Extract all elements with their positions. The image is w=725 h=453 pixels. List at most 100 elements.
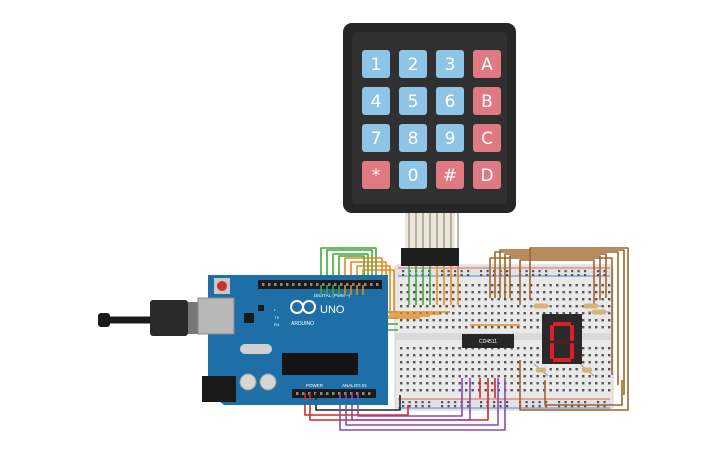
rail-hole (467, 405, 470, 408)
breadboard-hole (426, 361, 429, 364)
key-C[interactable]: C (473, 124, 501, 152)
breadboard-hole (439, 368, 442, 371)
key-cap[interactable] (399, 161, 427, 189)
key-2[interactable]: 2 (399, 50, 427, 78)
key-4[interactable]: 4 (362, 87, 390, 115)
key-*[interactable]: * (362, 161, 390, 189)
breadboard-hole (465, 305, 468, 308)
breadboard-hole (601, 354, 604, 357)
breadboard-hole (608, 368, 611, 371)
key-cap[interactable] (473, 50, 501, 78)
breadboard-hole (517, 326, 520, 329)
breadboard-hole (406, 319, 409, 322)
key-label: 0 (408, 166, 419, 186)
key-cap[interactable] (436, 87, 464, 115)
breadboard-hole (556, 368, 559, 371)
key-8[interactable]: 8 (399, 124, 427, 152)
header-pin (346, 283, 349, 286)
key-0[interactable]: 0 (399, 161, 427, 189)
key-D[interactable]: D (473, 161, 501, 189)
breadboard-hole (491, 368, 494, 371)
breadboard-hole (478, 305, 481, 308)
header-pin (298, 283, 301, 286)
key-cap[interactable] (362, 87, 390, 115)
breadboard-hole (595, 347, 598, 350)
breadboard-hole (478, 375, 481, 378)
breadboard-hole (406, 298, 409, 301)
key-1[interactable]: 1 (362, 50, 390, 78)
breadboard-hole (491, 319, 494, 322)
rail-hole (532, 405, 535, 408)
key-cap[interactable] (362, 161, 390, 189)
key-7[interactable]: 7 (362, 124, 390, 152)
reset-button[interactable] (217, 281, 227, 291)
segment-f (550, 325, 554, 341)
key-cap[interactable] (436, 50, 464, 78)
breadboard-hole (562, 382, 565, 385)
breadboard-hole (608, 361, 611, 364)
breadboard-hole (452, 354, 455, 357)
breadboard-hole (406, 284, 409, 287)
breadboard-hole (601, 389, 604, 392)
breadboard-hole (471, 389, 474, 392)
key-cap[interactable] (436, 124, 464, 152)
rail-hole (545, 270, 548, 273)
breadboard-hole (601, 368, 604, 371)
key-cap[interactable] (399, 87, 427, 115)
breadboard-hole (582, 312, 585, 315)
breadboard-hole (595, 291, 598, 294)
breadboard-hole (478, 361, 481, 364)
breadboard-hole (419, 298, 422, 301)
breadboard-hole (530, 319, 533, 322)
key-6[interactable]: 6 (436, 87, 464, 115)
rail-hole (460, 274, 463, 277)
breadboard-hole (569, 375, 572, 378)
key-cap[interactable] (362, 50, 390, 78)
key-9[interactable]: 9 (436, 124, 464, 152)
breadboard-hole (497, 361, 500, 364)
key-cap[interactable] (473, 124, 501, 152)
rail-hole (597, 401, 600, 404)
rail-hole (402, 274, 405, 277)
breadboard-hole (582, 284, 585, 287)
breadboard-hole (536, 361, 539, 364)
key-cap[interactable] (362, 124, 390, 152)
key-5[interactable]: 5 (399, 87, 427, 115)
rail-hole (421, 405, 424, 408)
key-cap[interactable] (436, 161, 464, 189)
breadboard-hole (445, 389, 448, 392)
breadboard-hole (588, 382, 591, 385)
breadboard-hole (465, 368, 468, 371)
breadboard-hole (608, 382, 611, 385)
breadboard-hole (471, 347, 474, 350)
key-label: B (481, 92, 493, 112)
key-#[interactable]: # (436, 161, 464, 189)
key-label: 8 (408, 129, 419, 149)
header-pin (262, 283, 265, 286)
header-pin (316, 283, 319, 286)
key-cap[interactable] (399, 50, 427, 78)
rail-hole (467, 274, 470, 277)
key-B[interactable]: B (473, 87, 501, 115)
key-cap[interactable] (399, 124, 427, 152)
breadboard-hole (419, 375, 422, 378)
atmega-chip (282, 353, 358, 375)
resistor (588, 309, 610, 315)
rail-hole (402, 405, 405, 408)
breadboard-hole (523, 368, 526, 371)
key-A[interactable]: A (473, 50, 501, 78)
breadboard-hole (497, 354, 500, 357)
breadboard-hole (400, 368, 403, 371)
breadboard-hole (497, 312, 500, 315)
key-3[interactable]: 3 (436, 50, 464, 78)
header-wire-ends (304, 285, 364, 400)
key-cap[interactable] (473, 161, 501, 189)
breadboard-hole (400, 354, 403, 357)
rail-hole (428, 405, 431, 408)
rail-hole (447, 405, 450, 408)
breadboard-hole (510, 284, 513, 287)
digital-header (258, 280, 382, 289)
rail-hole (480, 405, 483, 408)
key-cap[interactable] (473, 87, 501, 115)
breadboard-hole (491, 284, 494, 287)
